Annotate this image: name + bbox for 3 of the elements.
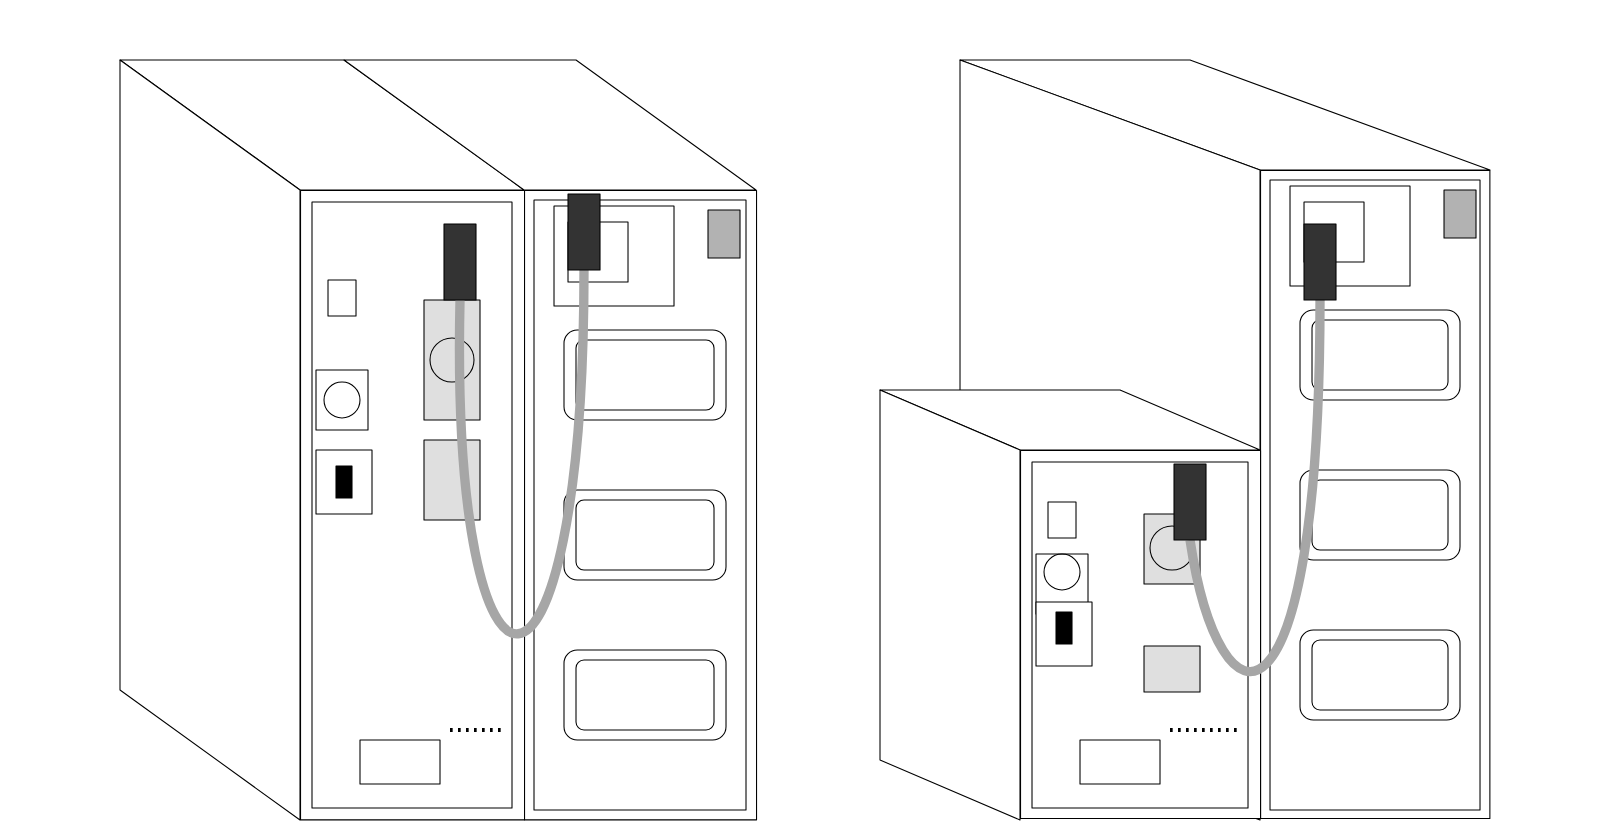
- cable: [455, 269, 589, 637]
- cable: [1185, 299, 1325, 676]
- cabinet-drawing: [343, 59, 758, 821]
